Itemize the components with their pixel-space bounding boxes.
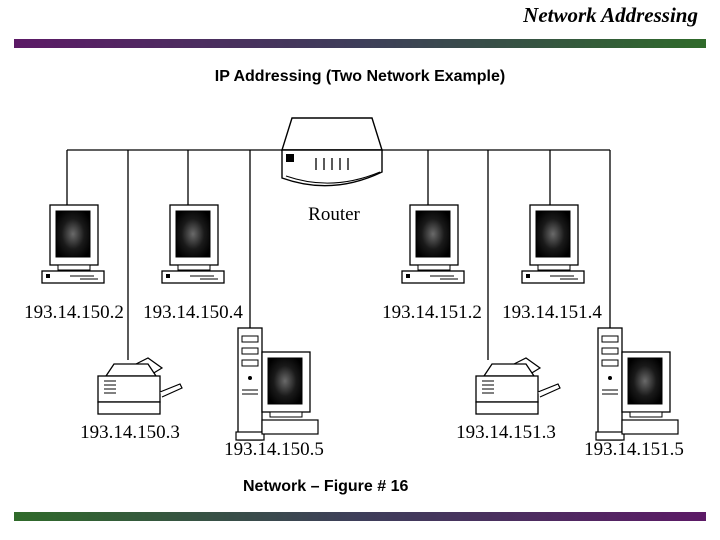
workstation-computer bbox=[162, 205, 224, 283]
diagram-title: IP Addressing (Two Network Example) bbox=[214, 68, 506, 85]
header-title: Network Addressing bbox=[523, 3, 698, 27]
ip-address-label: 193.14.151.4 bbox=[502, 302, 602, 323]
router-label: Router bbox=[308, 204, 360, 225]
ip-address-label: 193.14.150.2 bbox=[24, 302, 124, 323]
ip-address-label: 193.14.151.3 bbox=[456, 422, 556, 443]
router-device bbox=[281, 117, 383, 187]
printer-device bbox=[475, 357, 561, 415]
workstation-computer bbox=[522, 205, 584, 283]
ip-address-label: 193.14.150.4 bbox=[143, 302, 243, 323]
ip-address-label: 193.14.150.5 bbox=[224, 439, 324, 460]
tower-computer bbox=[596, 328, 678, 440]
ip-address-label: 193.14.151.5 bbox=[584, 439, 684, 460]
ip-address-label: 193.14.151.2 bbox=[382, 302, 482, 323]
workstation-computer bbox=[42, 205, 104, 283]
printer-device bbox=[97, 357, 183, 415]
figure-caption: Network – Figure # 16 bbox=[243, 478, 409, 495]
bottom-divider-bar bbox=[14, 512, 706, 521]
tower-computer bbox=[236, 328, 318, 440]
workstation-computer bbox=[402, 205, 464, 283]
top-divider-bar bbox=[14, 39, 706, 48]
ip-address-label: 193.14.150.3 bbox=[80, 422, 180, 443]
